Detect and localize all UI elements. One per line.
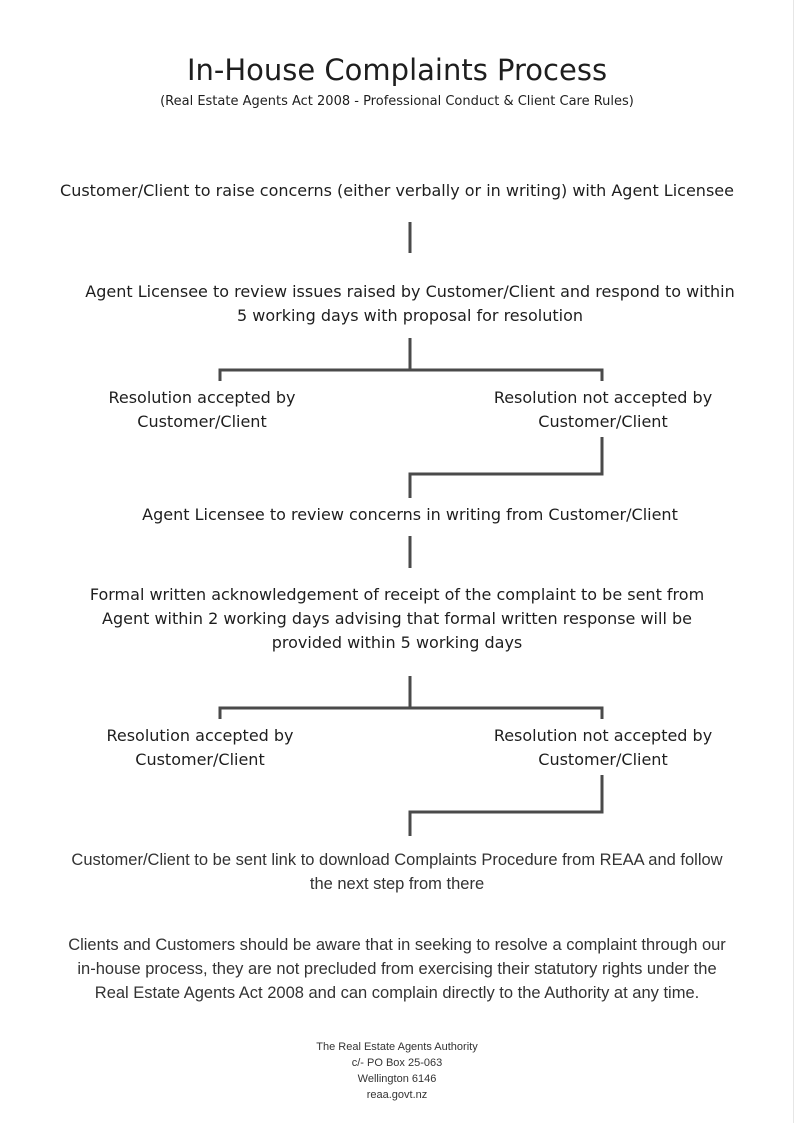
footer-address: The Real Estate Agents Authority c/- PO … [0,1039,794,1103]
footer-city: Wellington 6146 [357,1073,437,1085]
step-raise-concerns: Customer/Client to raise concerns (eithe… [60,181,734,200]
step-resolution-not-accepted-2: Resolution not accepted by Customer/Clie… [493,726,713,769]
connector-not-accepted-2-to-download [408,775,604,836]
page-title: In-House Complaints Process [186,53,608,87]
connector-split-2 [218,676,604,719]
footer-website: reaa.govt.nz [366,1089,428,1101]
step-resolution-accepted-2: Resolution accepted by Customer/Client [106,726,294,769]
footer-po-box: c/- PO Box 25-063 [351,1057,443,1069]
step-review-issues: Agent Licensee to review issues raised b… [85,282,735,325]
connector-split-1 [218,338,604,381]
footer-org-name: The Real Estate Agents Authority [316,1041,478,1053]
connector-not-accepted-1-to-review [408,437,604,498]
statutory-rights-notice: Clients and Customers should be aware th… [68,936,726,1002]
step-resolution-accepted-1: Resolution accepted by Customer/Client [108,388,296,431]
step-resolution-not-accepted-1: Resolution not accepted by Customer/Clie… [493,388,713,431]
step-download-link: Customer/Client to be sent link to downl… [71,851,723,893]
page-subtitle: (Real Estate Agents Act 2008 - Professio… [160,94,634,109]
step-acknowledgement: Formal written acknowledgement of receip… [89,585,705,652]
step-review-in-writing: Agent Licensee to review concerns in wri… [142,505,678,524]
